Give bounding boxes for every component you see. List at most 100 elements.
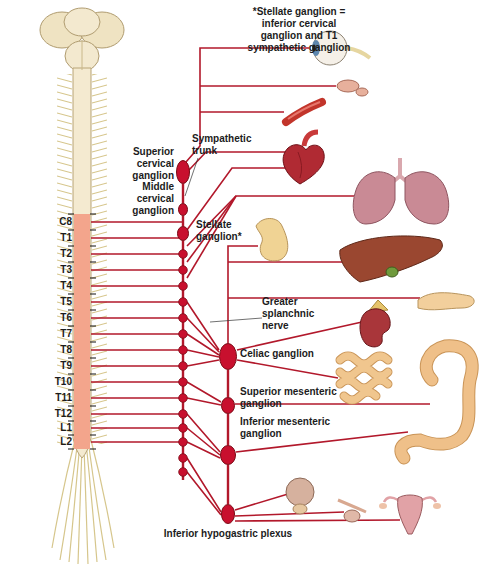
segment-label: T9 (40, 360, 72, 372)
segment-label: T7 (40, 328, 72, 340)
liver (340, 236, 443, 282)
ganglion: Superior mesenteric ganglion (221, 397, 235, 414)
ganglion-shape (220, 344, 237, 370)
segment-label: T11 (40, 392, 72, 404)
trunk-ganglion (179, 424, 188, 433)
trunk-ganglion (179, 250, 188, 477)
nerve-fiber (237, 322, 362, 350)
segment-label: T10 (40, 376, 72, 388)
bladder (286, 478, 314, 506)
lungs (353, 172, 395, 224)
large-intestine (401, 346, 472, 458)
heart (304, 132, 318, 146)
ganglion-label: Inferior mesenteric ganglion (240, 416, 354, 440)
lungs (405, 172, 449, 224)
blood-vessel (286, 102, 322, 122)
ganglion-shape (179, 204, 188, 216)
reproductive-organs (338, 495, 441, 534)
reproductive-organs (344, 510, 360, 522)
small-intestine (340, 356, 388, 400)
segment-label: T2 (40, 248, 72, 260)
ganglion-shape (222, 398, 235, 414)
ganglion-shape (177, 161, 190, 184)
liver (340, 236, 443, 282)
trunk-ganglion (179, 314, 188, 323)
liver (386, 267, 398, 277)
nerve-fiber (187, 302, 219, 366)
heart (298, 152, 302, 178)
nerve-connector (227, 465, 229, 504)
ganglion-shape (178, 203, 188, 216)
ganglion-shape (178, 227, 189, 241)
trunk-ganglion (179, 454, 188, 463)
nerve-fiber (91, 222, 183, 442)
large-intestine (401, 346, 472, 458)
ganglion-shape (222, 505, 235, 524)
segment-label: T3 (40, 264, 72, 276)
spinal-cord (86, 442, 97, 562)
segment-label: C8 (40, 216, 72, 228)
ganglion-shape (221, 446, 236, 465)
reproductive-organs (379, 503, 387, 509)
small-intestine (340, 356, 388, 400)
leader-line (210, 318, 262, 322)
gland (337, 80, 368, 96)
ganglion-label: Inferior hypogastric plexus (128, 528, 328, 540)
spinal-cord (74, 214, 90, 449)
nerve-fiber (91, 48, 430, 521)
spinal-cord (88, 440, 106, 560)
nerve-fiber (228, 246, 258, 343)
nerve-fiber (237, 360, 338, 378)
segment-label: T5 (40, 296, 72, 308)
nerve-fiber (235, 494, 288, 510)
ganglion: Inferior mesenteric ganglion (220, 445, 236, 465)
trunk-ganglion (179, 282, 188, 291)
segment-label: T8 (40, 344, 72, 356)
ganglion-shape (220, 445, 236, 465)
trunk-ganglion (179, 378, 188, 387)
nerve-fiber (200, 85, 336, 87)
annotation: Sympathetic trunk (192, 133, 260, 157)
annotation: Greater splanchnic nerve (262, 296, 324, 332)
ganglion-shape (177, 226, 189, 241)
segment-label: T1 (40, 232, 72, 244)
reproductive-organs (398, 495, 423, 534)
kidney (360, 300, 390, 347)
spinal-cord (64, 8, 100, 36)
trunk-ganglion (179, 346, 188, 355)
ganglion-shape (221, 397, 235, 414)
nerve-fiber (187, 382, 221, 405)
nerve-connector (182, 184, 184, 203)
spinal-cord (73, 68, 91, 458)
trunk-ganglion (179, 468, 188, 477)
trunk-ganglion (179, 394, 188, 403)
ganglion: Superior cervical ganglion (176, 160, 190, 184)
nerve-fiber (235, 520, 400, 521)
stomach (256, 219, 288, 261)
ganglion: Middle cervical ganglion (178, 203, 188, 216)
spinal-cord (65, 41, 99, 71)
ganglion: Stellate ganglion* (177, 226, 189, 241)
pancreas (418, 293, 474, 310)
leader-line (185, 158, 262, 322)
nerve-connector (227, 414, 229, 445)
ganglion-label: Superior cervical ganglion (116, 146, 174, 182)
nerve-fiber (200, 111, 284, 113)
ganglion-label: Celiac ganglion (240, 348, 335, 360)
heart (283, 145, 324, 184)
stomach (256, 219, 288, 261)
nerve-connector (227, 370, 229, 397)
nerve-fiber (228, 297, 420, 299)
lungs (353, 158, 448, 224)
bladder (293, 504, 307, 514)
spinal-cord (78, 446, 82, 564)
ganglion-shape (221, 504, 235, 524)
blood-vessel (288, 102, 320, 119)
bladder (286, 478, 314, 514)
ganglion-shape (176, 160, 190, 184)
footnote: *Stellate ganglion = inferior cervical g… (244, 6, 354, 54)
ganglion-label: Middle cervical ganglion (116, 181, 174, 217)
